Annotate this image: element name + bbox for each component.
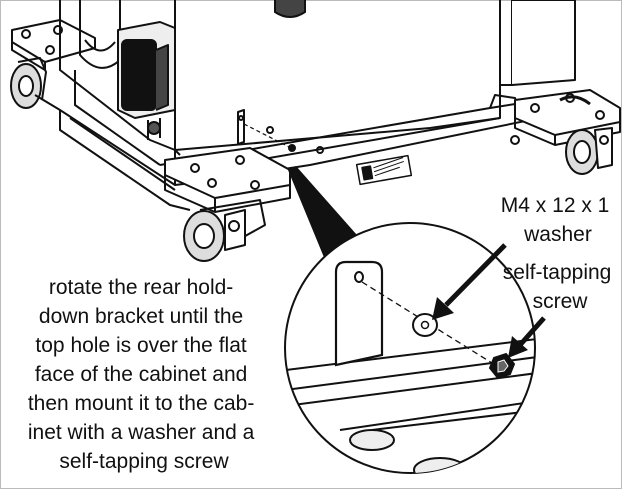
washer-label-line-2: washer [523,223,592,246]
instruction-line-6: inet with a washer and a [28,421,255,444]
detail-circle [284,222,536,474]
washer-arrow [432,243,507,320]
screw-arrow [508,316,546,358]
instruction-text: rotate the rear hold- down bracket until… [28,276,260,473]
instruction-line-1: rotate the rear hold- [49,276,233,299]
instruction-line-5: then mount it to the cab- [28,392,254,415]
instruction-line-2: down bracket until the [39,305,243,328]
screw-label-line-1: self-tapping [503,261,612,284]
cabinet-base-illustration [10,0,621,262]
washer-label-line-1: M4 x 12 x 1 [501,194,610,217]
instruction-line-3: top hole is over the flat [35,334,246,357]
instruction-line-4: face of the cabinet and [35,363,248,386]
instruction-line-7: self-tapping screw [59,450,229,473]
screw-label-line-2: screw [533,290,589,313]
washer-label: M4 x 12 x 1 washer [501,194,615,246]
screw-label: self-tapping screw [503,261,617,313]
detail-view [285,260,535,473]
